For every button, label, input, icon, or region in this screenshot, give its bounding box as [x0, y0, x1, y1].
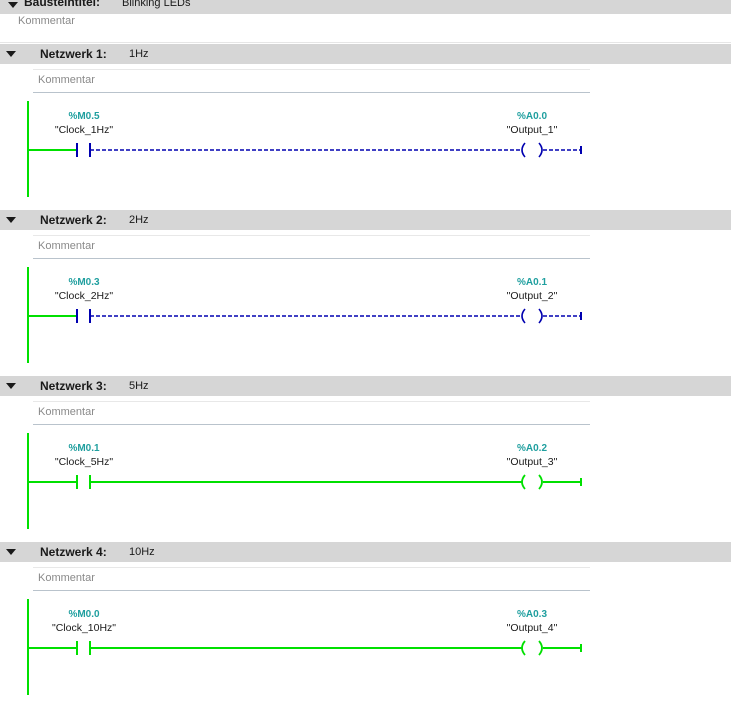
network-3-comment[interactable]: Kommentar [33, 401, 590, 425]
coil-symbol[interactable]: "Output_2" [507, 290, 558, 302]
network-label: Netzwerk 2: [40, 213, 107, 227]
coil-address[interactable]: %A0.1 [517, 277, 547, 288]
contact-symbol[interactable]: "Clock_10Hz" [52, 622, 116, 634]
network-3-header[interactable]: Netzwerk 3: 5Hz [0, 376, 731, 396]
coil[interactable] [521, 142, 543, 158]
coil[interactable] [521, 640, 543, 656]
network-title[interactable]: 10Hz [129, 546, 155, 558]
collapse-triangle-icon[interactable] [6, 217, 16, 223]
contact-no[interactable] [76, 309, 91, 323]
collapse-triangle-icon[interactable] [6, 383, 16, 389]
contact-address[interactable]: %M0.5 [68, 111, 100, 122]
network-2-ladder: %M0.3 "Clock_2Hz" %A0.1 "Output_2" [27, 267, 582, 363]
contact-no[interactable] [76, 475, 91, 489]
network-title[interactable]: 2Hz [129, 214, 149, 226]
coil-address[interactable]: %A0.2 [517, 443, 547, 454]
network-title[interactable]: 1Hz [129, 48, 149, 60]
collapse-triangle-icon[interactable] [6, 549, 16, 555]
coil-address[interactable]: %A0.3 [517, 609, 547, 620]
coil-symbol[interactable]: "Output_4" [507, 622, 558, 634]
network-3-ladder: %M0.1 "Clock_5Hz" %A0.2 "Output_3" [27, 433, 582, 529]
comment-placeholder: Kommentar [38, 74, 95, 86]
contact-symbol[interactable]: "Clock_1Hz" [55, 124, 113, 136]
coil-symbol[interactable]: "Output_1" [507, 124, 558, 136]
collapse-triangle-icon[interactable] [8, 2, 18, 8]
network-label: Netzwerk 3: [40, 379, 107, 393]
contact-address[interactable]: %M0.0 [68, 609, 100, 620]
network-1-ladder: %M0.5 "Clock_1Hz" %A0.0 "Output_1" [27, 101, 582, 197]
network-2-comment[interactable]: Kommentar [33, 235, 590, 259]
network-2-header[interactable]: Netzwerk 2: 2Hz [0, 210, 731, 230]
coil-symbol[interactable]: "Output_3" [507, 456, 558, 468]
network-4-header[interactable]: Netzwerk 4: 10Hz [0, 542, 731, 562]
block-title-value[interactable]: Blinking LEDs [122, 0, 191, 9]
contact-no[interactable] [76, 641, 91, 655]
coil[interactable] [521, 474, 543, 490]
block-divider [0, 42, 731, 43]
block-comment[interactable]: Kommentar [18, 15, 75, 27]
network-4-ladder: %M0.0 "Clock_10Hz" %A0.3 "Output_4" [27, 599, 582, 695]
network-4-comment[interactable]: Kommentar [33, 567, 590, 591]
network-label: Netzwerk 1: [40, 47, 107, 61]
coil-address[interactable]: %A0.0 [517, 111, 547, 122]
contact-address[interactable]: %M0.3 [68, 277, 100, 288]
coil[interactable] [521, 308, 543, 324]
network-1-header[interactable]: Netzwerk 1: 1Hz [0, 44, 731, 64]
contact-symbol[interactable]: "Clock_5Hz" [55, 456, 113, 468]
network-1-comment[interactable]: Kommentar [33, 69, 590, 93]
contact-symbol[interactable]: "Clock_2Hz" [55, 290, 113, 302]
comment-placeholder: Kommentar [38, 572, 95, 584]
contact-no[interactable] [76, 143, 91, 157]
comment-placeholder: Kommentar [38, 240, 95, 252]
block-title-label: Bausteintitel: [24, 0, 101, 9]
collapse-triangle-icon[interactable] [6, 51, 16, 57]
comment-placeholder: Kommentar [38, 406, 95, 418]
network-title[interactable]: 5Hz [129, 380, 149, 392]
contact-address[interactable]: %M0.1 [68, 443, 100, 454]
network-label: Netzwerk 4: [40, 545, 107, 559]
block-title-bar[interactable]: Bausteintitel: Blinking LEDs [0, 0, 731, 14]
